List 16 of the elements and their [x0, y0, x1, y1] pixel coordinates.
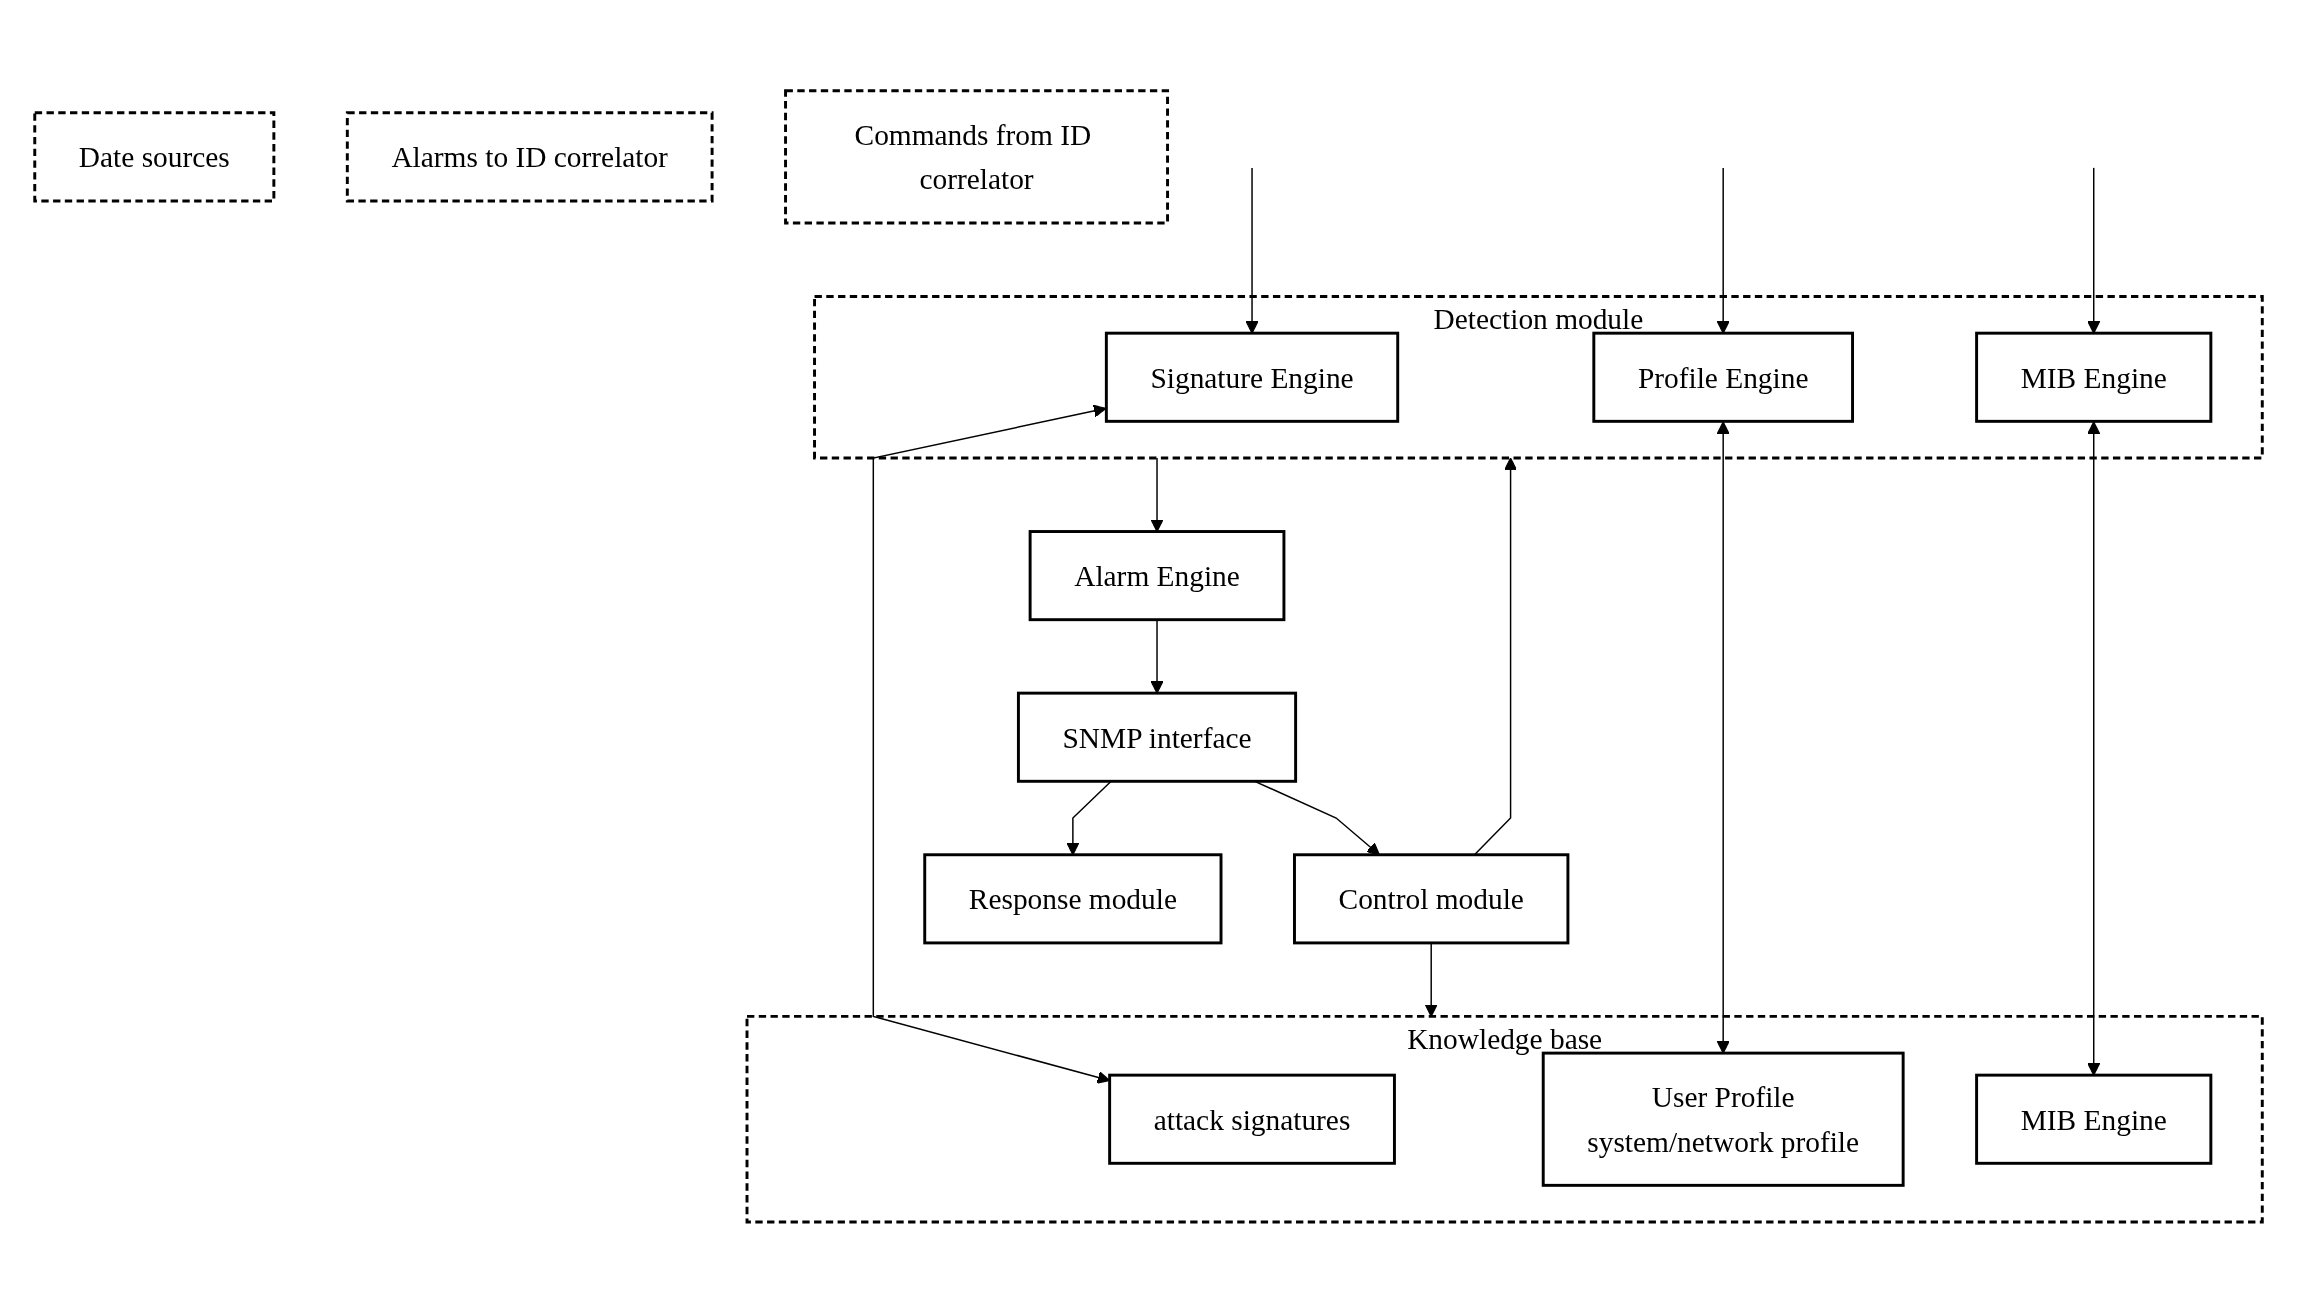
node-box: Response module	[923, 852, 1223, 944]
node-box: Alarm Engine	[1028, 529, 1286, 621]
node-box: Signature Engine	[1104, 331, 1400, 423]
arrow	[1150, 456, 1164, 532]
node-box: User Profile system/network profile	[1541, 1051, 1905, 1187]
node-box: attack signatures	[1108, 1073, 1396, 1165]
arrow	[1066, 780, 1112, 855]
node-box: Alarms to ID correlator	[345, 110, 714, 202]
arrow	[872, 404, 1111, 1084]
node-box: Date sources	[33, 110, 276, 202]
node-box: Profile Engine	[1592, 331, 1854, 423]
node-box: MIB Engine	[1975, 331, 2213, 423]
node-box: Commands from ID correlator	[784, 88, 1169, 225]
node-box: SNMP interface	[1016, 691, 1298, 783]
node-box: MIB Engine	[1975, 1073, 2213, 1165]
node-box: Control module	[1293, 852, 1570, 944]
